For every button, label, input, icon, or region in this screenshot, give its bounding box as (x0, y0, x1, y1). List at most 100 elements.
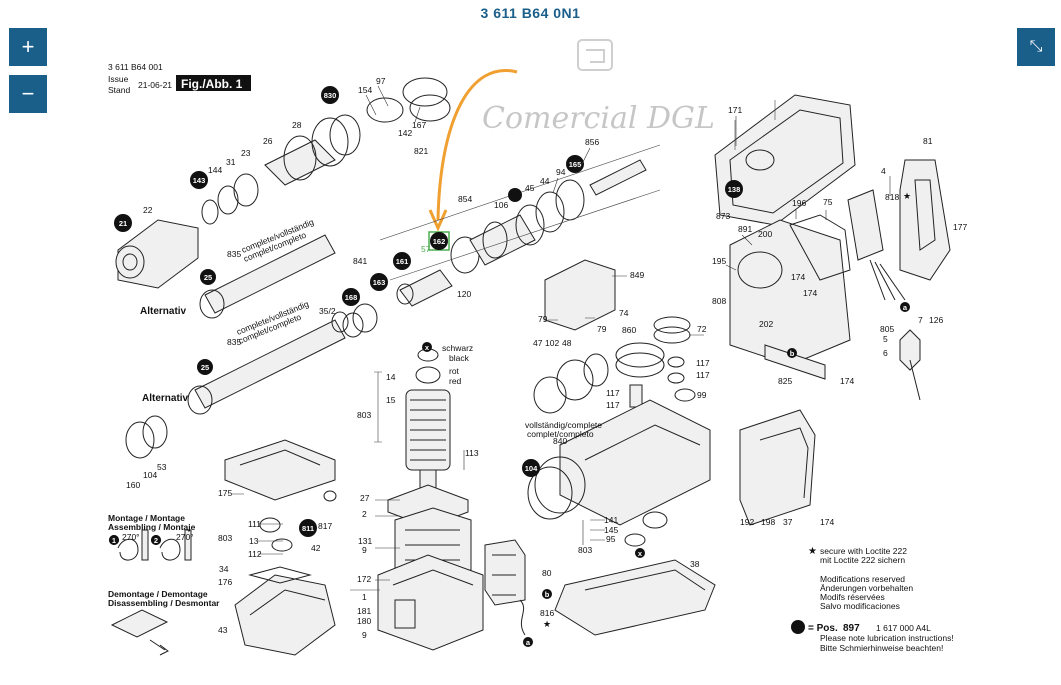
svg-text:95: 95 (606, 534, 616, 544)
note-mod-3: Modifs réservées (820, 592, 885, 602)
svg-text:57: 57 (421, 244, 431, 254)
svg-text:117: 117 (696, 358, 710, 368)
marker-x-1: x (422, 342, 432, 352)
svg-text:120: 120 (457, 289, 471, 299)
svg-text:48: 48 (562, 338, 572, 348)
header-stand: Stand (108, 85, 130, 95)
svg-text:a: a (526, 638, 531, 647)
page-title: 3 611 B64 0N1 (480, 5, 581, 21)
svg-text:27: 27 (360, 493, 370, 503)
svg-text:849: 849 (630, 270, 644, 280)
svg-text:43: 43 (218, 625, 228, 635)
svg-text:45: 45 (525, 183, 535, 193)
marker-b-1: b (787, 348, 797, 358)
svg-text:21: 21 (119, 219, 127, 228)
zoom-in-button[interactable]: + (9, 28, 47, 66)
svg-text:111: 111 (248, 519, 261, 529)
fig-label-box (176, 75, 251, 91)
svg-text:22: 22 (143, 205, 153, 215)
svg-text:167: 167 (412, 120, 426, 130)
note-loctite-2: mit Loctite 222 sichern (820, 555, 905, 565)
svg-text:805: 805 (880, 324, 894, 334)
svg-text:72: 72 (697, 324, 707, 334)
label-rot: rot (449, 366, 460, 376)
switch-assembly (847, 189, 906, 301)
note-lub-1: Please note lubrication instructions! (820, 633, 954, 643)
svg-text:174: 174 (820, 517, 834, 527)
svg-text:143: 143 (193, 176, 206, 185)
svg-text:196: 196 (792, 198, 806, 208)
svg-text:821: 821 (414, 146, 428, 156)
svg-text:15: 15 (386, 395, 396, 405)
watermark-logo (577, 39, 613, 71)
legend-lubrication-dot (791, 620, 805, 634)
motor-lower-housing (350, 554, 484, 651)
callout-165: 165 (566, 155, 584, 173)
brush-plate (224, 439, 337, 552)
svg-text:835: 835 (227, 337, 241, 347)
svg-text:42: 42 (311, 543, 321, 553)
svg-text:b: b (545, 590, 550, 599)
svg-text:803: 803 (578, 545, 592, 555)
svg-text:176: 176 (218, 577, 232, 587)
svg-text:200: 200 (758, 229, 772, 239)
svg-text:856: 856 (585, 137, 599, 147)
svg-text:5: 5 (883, 334, 888, 344)
highlight-arrowhead (428, 209, 448, 232)
note-mod-4: Salvo modificaciones (820, 601, 900, 611)
svg-text:26: 26 (263, 136, 273, 146)
label-angle-1: 270° (122, 532, 140, 542)
svg-text:25: 25 (204, 273, 212, 282)
svg-text:97: 97 (376, 76, 386, 86)
svg-text:803: 803 (357, 410, 371, 420)
svg-text:174: 174 (803, 288, 817, 298)
note-pos-code: 1 617 000 A4L (876, 623, 931, 633)
svg-text:9: 9 (362, 630, 367, 640)
label-montage-2: Assembling / Montaje (108, 522, 196, 532)
svg-text:2: 2 (362, 509, 367, 519)
label-demontage-1: Demontage / Demontage (108, 589, 208, 599)
svg-text:x: x (425, 343, 430, 352)
part-number-labels: 97 154 167 142 821 856 94 44 45 106 854 … (126, 76, 967, 640)
gear-housing (527, 399, 711, 526)
marker-1: 1 (109, 535, 119, 545)
svg-text:181: 181 (357, 606, 371, 616)
callout-811: 811 (299, 519, 317, 537)
note-mod-1: Modifications reserved (820, 574, 905, 584)
svg-text:117: 117 (696, 370, 710, 380)
brush-holder-80 (484, 539, 526, 606)
svg-text:28: 28 (292, 120, 302, 130)
svg-text:192: 192 (740, 517, 754, 527)
fullscreen-toggle-button[interactable]: ⤡ (1017, 28, 1055, 66)
svg-text:74: 74 (619, 308, 629, 318)
svg-text:825: 825 (778, 376, 792, 386)
svg-text:168: 168 (345, 293, 358, 302)
note-loctite-1: secure with Loctite 222 (820, 546, 907, 556)
svg-text:80: 80 (542, 568, 552, 578)
svg-text:131: 131 (358, 536, 372, 546)
svg-text:b: b (790, 349, 795, 358)
svg-text:817: 817 (318, 521, 332, 531)
svg-text:35/2: 35/2 (319, 306, 336, 316)
note-mod-2: Änderungen vorbehalten (820, 583, 913, 593)
svg-text:x: x (638, 549, 643, 558)
label-red: red (449, 376, 462, 386)
svg-text:811: 811 (302, 524, 314, 533)
svg-text:174: 174 (840, 376, 854, 386)
callout-25b: 25 (197, 359, 213, 375)
callout-162: 162 (430, 232, 448, 250)
svg-text:163: 163 (373, 278, 386, 287)
svg-text:38: 38 (690, 559, 700, 569)
marker-b-2: b (542, 589, 552, 599)
svg-text:104: 104 (525, 464, 538, 473)
callout-138: 138 (725, 180, 743, 198)
star-816: ★ (543, 619, 551, 629)
svg-text:37: 37 (783, 517, 793, 527)
zoom-out-button[interactable]: − (9, 75, 47, 113)
note-pos-label: = Pos. (808, 623, 838, 634)
svg-text:142: 142 (398, 128, 412, 138)
svg-text:860: 860 (622, 325, 636, 335)
upper-housing (714, 94, 856, 226)
svg-text:53: 53 (157, 462, 167, 472)
